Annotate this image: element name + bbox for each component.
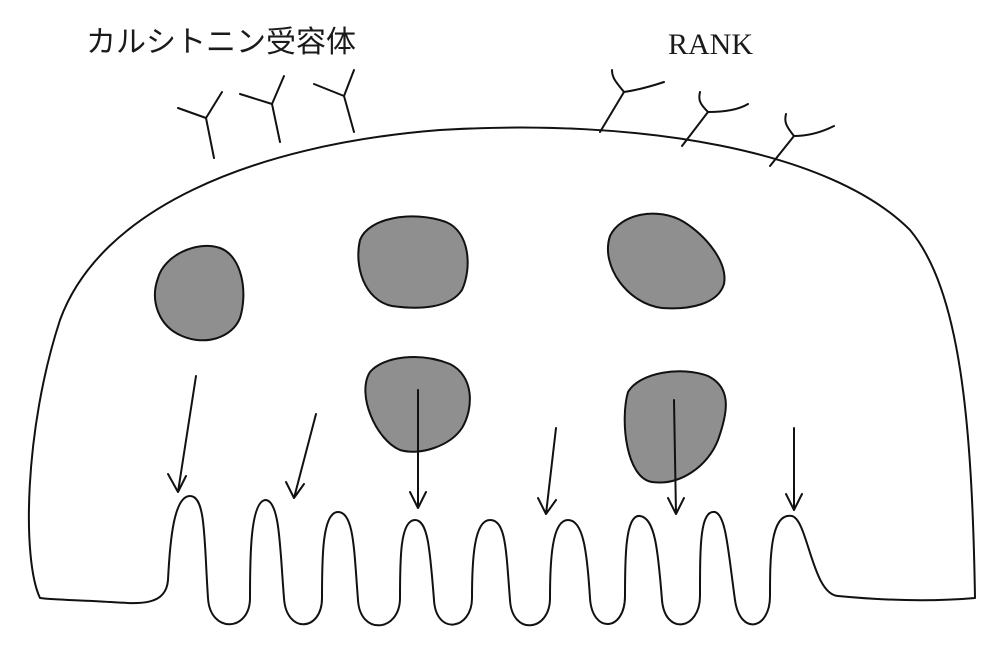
arrow-1 [167,375,197,493]
arrow-3 [409,389,427,509]
rank-receptor-2 [681,91,749,147]
arrow-6 [785,427,803,511]
arrow-4 [537,427,557,515]
nucleus-1 [154,244,245,342]
calcitonin-receptor-3 [313,69,355,133]
calcitonin-receptor-label: カルシトニン受容体 [86,25,356,60]
rank-receptor-3 [769,113,835,167]
nucleus-2 [357,215,469,309]
calcitonin-receptor-2 [239,75,285,143]
rank-label: RANK [668,28,754,61]
arrow-5 [667,399,685,515]
arrow-2 [285,413,317,499]
calcitonin-receptor-1 [177,91,223,159]
nucleus-3 [607,212,726,310]
cell-membrane [27,126,976,627]
rank-receptor-1 [599,69,665,133]
